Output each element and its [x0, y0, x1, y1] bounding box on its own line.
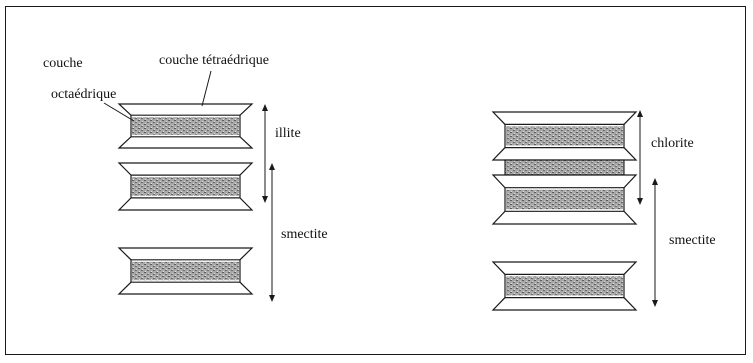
octahedral-sheet — [132, 261, 239, 281]
arrow-head — [269, 295, 275, 302]
chlorite-spacing-arrow — [637, 110, 643, 205]
illite-label: illite — [275, 126, 301, 141]
hydroxide-interlayer — [504, 159, 625, 176]
illite-spacing-arrow — [262, 104, 268, 203]
octahedral-pointer-line — [103, 102, 135, 122]
octahedral-sheet — [506, 189, 623, 210]
octahedral-sheet — [506, 126, 623, 146]
chlorite-sheet-unit-upper — [491, 111, 638, 161]
arrow-head — [637, 198, 643, 205]
smectite-left-label: smectite — [281, 227, 328, 242]
arrow-head — [269, 163, 275, 170]
smectite-sheet-unit-lower — [117, 247, 254, 295]
chlorite-sheet-unit-lower — [491, 174, 638, 225]
chlorite-interlayer-sheet — [504, 159, 625, 176]
arrow-head — [652, 178, 658, 185]
octahedral-layer-label-line2: octaédrique — [51, 87, 116, 102]
smectite-spacing-arrow-right — [652, 178, 658, 307]
chlorite-label: chlorite — [651, 136, 694, 151]
spacing-arrows — [262, 104, 658, 307]
arrow-head — [652, 300, 658, 307]
smectite-right-label: smectite — [669, 233, 716, 248]
smectite-sheet-unit-right — [491, 261, 638, 311]
tetrahedral-layer-label: couche tétraédrique — [159, 53, 269, 68]
illite-sheet-unit — [117, 103, 254, 149]
smectite-spacing-arrow-left — [269, 163, 275, 302]
arrow-head — [262, 196, 268, 203]
octahedral-sheet — [506, 276, 623, 296]
clay-sheet-units — [117, 103, 638, 311]
arrow-head — [262, 104, 268, 111]
arrow-head — [637, 110, 643, 117]
octahedral-sheet — [132, 117, 239, 135]
octahedral-layer-label-line1: couche — [43, 56, 83, 71]
octahedral-sheet — [132, 177, 239, 196]
tetrahedral-pointer-line — [201, 70, 212, 107]
smectite-sheet-unit-upper — [117, 162, 254, 211]
